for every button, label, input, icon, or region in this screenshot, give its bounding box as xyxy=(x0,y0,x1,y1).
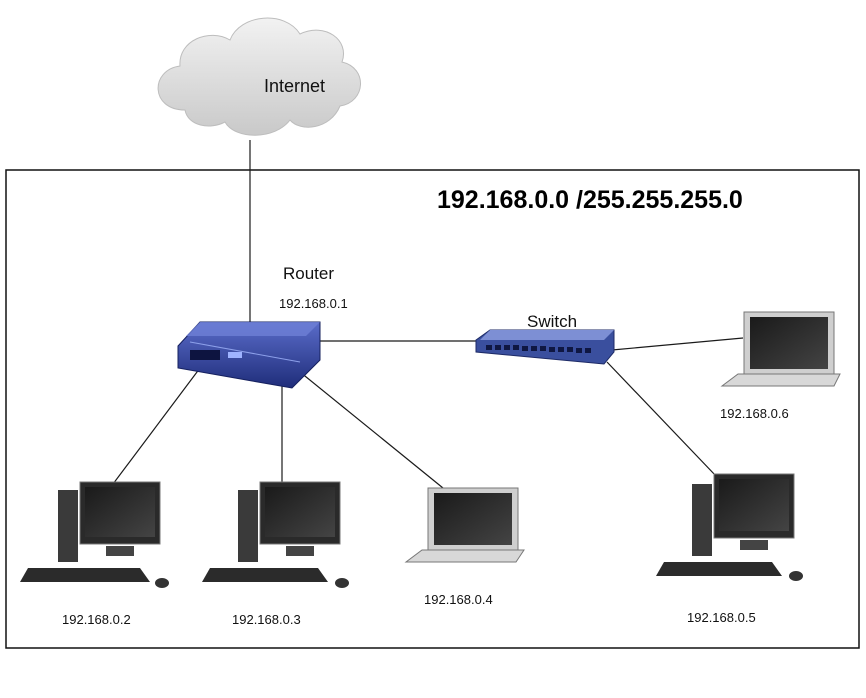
desktop-computer-icon xyxy=(20,481,169,588)
switch-icon xyxy=(475,329,615,365)
desktop-computer-icon xyxy=(202,481,349,588)
router-icon xyxy=(177,321,321,389)
router-ip-label: 192.168.0.1 xyxy=(279,296,348,311)
desktop-computer-icon xyxy=(656,473,803,581)
link-router-host-4 xyxy=(299,371,444,489)
host-ip-label: 192.168.0.6 xyxy=(720,406,789,421)
lan-boundary xyxy=(5,169,860,649)
router-label: Router xyxy=(283,264,335,283)
link-switch-host-6 xyxy=(611,337,744,351)
host-ip-label: 192.168.0.3 xyxy=(232,612,301,627)
switch-label: Switch xyxy=(527,312,578,331)
internet-label: Internet xyxy=(264,76,326,96)
host-ip-label: 192.168.0.4 xyxy=(424,592,493,607)
host-ip-label: 192.168.0.2 xyxy=(62,612,131,627)
laptop-icon xyxy=(404,487,525,563)
link-switch-host-5 xyxy=(606,361,717,477)
laptop-icon xyxy=(720,311,841,387)
host-ip-label: 192.168.0.5 xyxy=(687,610,756,625)
subnet-label: 192.168.0.0 /255.255.255.0 xyxy=(437,186,743,214)
network-links xyxy=(109,140,744,489)
cloud-icon xyxy=(157,17,361,136)
link-router-host-2 xyxy=(109,367,201,489)
